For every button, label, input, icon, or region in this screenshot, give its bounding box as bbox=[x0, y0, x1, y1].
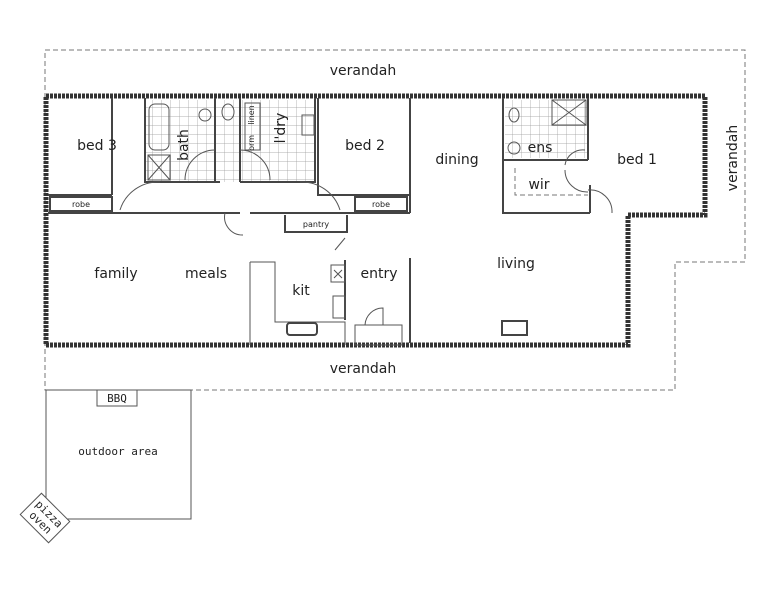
shower-icon bbox=[147, 154, 171, 181]
label-wir: wir bbox=[528, 177, 549, 193]
label-kitchen: kit bbox=[292, 283, 310, 299]
pizza-oven: pizza oven bbox=[19, 492, 71, 544]
bbq bbox=[96, 389, 138, 407]
label-family: family bbox=[94, 266, 137, 282]
cooktop-icon bbox=[332, 295, 346, 319]
label-ensuite: ens bbox=[528, 140, 553, 156]
label-verandah-bottom: verandah bbox=[330, 361, 396, 377]
label-pantry: pantry bbox=[303, 220, 329, 229]
fixtures bbox=[147, 99, 587, 336]
wet-area-tiles bbox=[145, 100, 315, 182]
sink-icon bbox=[286, 322, 318, 336]
laundry-tub-icon bbox=[301, 114, 315, 136]
label-bbq: BBQ bbox=[107, 392, 127, 405]
label-laundry: l'dry bbox=[273, 113, 289, 144]
label-outdoor-area: outdoor area bbox=[78, 445, 157, 458]
linen-cupboard bbox=[244, 102, 261, 151]
label-bath: bath bbox=[176, 129, 192, 161]
label-bed-2: bed 2 bbox=[345, 138, 385, 154]
label-verandah-right: verandah bbox=[725, 125, 741, 191]
toilet-icon bbox=[221, 103, 235, 121]
internal-walls bbox=[48, 98, 591, 346]
ensuite-basin-icon bbox=[507, 141, 521, 155]
doors bbox=[119, 149, 613, 326]
ensuite-toilet-icon bbox=[508, 107, 520, 123]
fireplace-icon bbox=[501, 320, 528, 336]
label-verandah-top: verandah bbox=[330, 63, 396, 79]
bathtub-icon bbox=[148, 103, 170, 151]
label-robe-right: robe bbox=[372, 200, 390, 209]
label-dining: dining bbox=[435, 152, 478, 168]
label-entry: entry bbox=[360, 266, 397, 282]
label-linen: linen bbox=[247, 105, 256, 125]
label-robe-left: robe bbox=[72, 200, 90, 209]
label-living: living bbox=[497, 256, 535, 272]
external-walls bbox=[43, 93, 708, 348]
label-meals: meals bbox=[185, 266, 227, 282]
label-bed-3: bed 3 bbox=[77, 138, 117, 154]
label-broom: brm bbox=[247, 135, 256, 151]
fridge-icon bbox=[330, 264, 346, 283]
verandah-outline bbox=[44, 49, 746, 391]
label-bed-1: bed 1 bbox=[617, 152, 657, 168]
basin-icon bbox=[198, 108, 212, 122]
ensuite-shower-icon bbox=[551, 99, 587, 126]
